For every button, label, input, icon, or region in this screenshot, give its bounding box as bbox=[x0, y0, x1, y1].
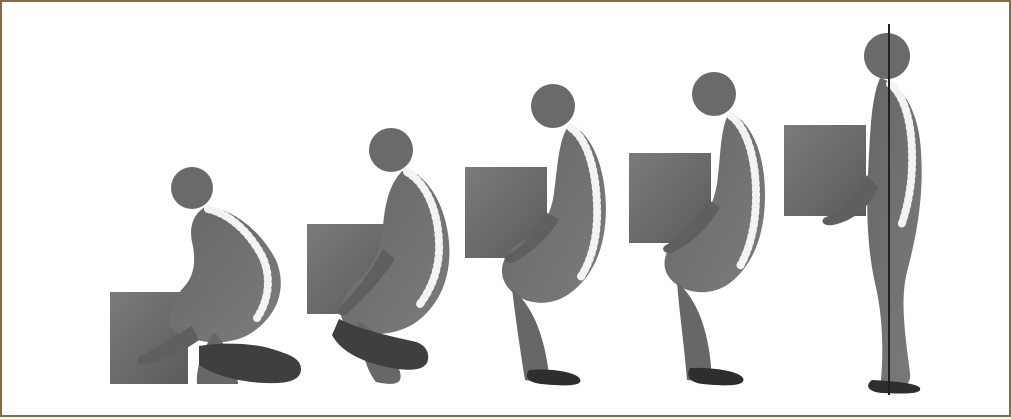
head-4 bbox=[692, 72, 736, 116]
leg-3 bbox=[512, 289, 548, 381]
head-1 bbox=[171, 167, 213, 209]
head-2 bbox=[369, 128, 413, 172]
body-5 bbox=[867, 78, 921, 391]
figure-5-standing-pose bbox=[784, 24, 922, 395]
figure-3-lifting-pose bbox=[465, 84, 606, 385]
leg-4 bbox=[677, 282, 711, 381]
head-3 bbox=[531, 84, 575, 128]
foot-3 bbox=[527, 369, 581, 385]
head-5 bbox=[864, 33, 910, 79]
figure-2-lifting-pose bbox=[307, 128, 449, 384]
foot-5 bbox=[868, 380, 920, 393]
foot-4 bbox=[688, 368, 743, 386]
figure-1-lifting-pose bbox=[110, 167, 301, 384]
figure-4-lifting-pose bbox=[629, 72, 765, 385]
